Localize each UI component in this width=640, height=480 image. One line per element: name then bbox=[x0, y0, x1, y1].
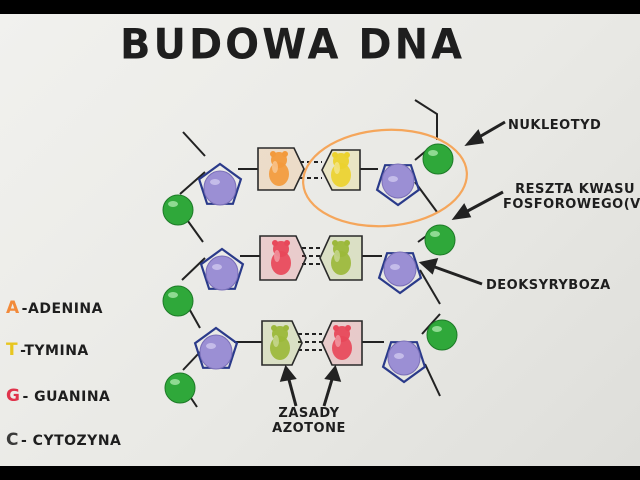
candy-shine bbox=[210, 179, 220, 185]
candy-shine bbox=[212, 264, 222, 270]
arrows bbox=[279, 120, 506, 407]
deoxyribose-candy bbox=[199, 334, 233, 370]
gummy-bear-ear bbox=[344, 240, 350, 246]
arrowhead-nucleotide bbox=[464, 129, 485, 147]
deoxyribose-candy bbox=[205, 255, 239, 291]
right-link-5 bbox=[421, 313, 441, 335]
gummy-bear-ear bbox=[332, 240, 338, 246]
arrow-deoxyribose bbox=[431, 264, 483, 286]
gummy-bear-ear bbox=[284, 240, 290, 246]
gummy-bear-body bbox=[270, 336, 290, 360]
phosphate-groups bbox=[162, 143, 458, 404]
deoxyribose-candy bbox=[387, 340, 421, 376]
arrow-base-right bbox=[322, 375, 335, 407]
candy-shine bbox=[388, 176, 398, 182]
legend-adenine: A-ADENINA bbox=[6, 298, 103, 318]
legend-name-t: -TYMINA bbox=[20, 343, 89, 359]
gummy-bear-shine bbox=[334, 162, 340, 174]
phosphate-shine bbox=[430, 231, 440, 237]
phosphate-candy bbox=[162, 194, 194, 226]
legend-letter-t: T bbox=[6, 340, 19, 360]
label-nucleotide: NUKLEOTYD bbox=[508, 118, 602, 133]
label-bases-line1: ZASADY bbox=[278, 406, 340, 421]
gummy-bear-body bbox=[331, 163, 351, 187]
arrow-phosphate bbox=[461, 190, 504, 216]
left-link-3 bbox=[181, 257, 206, 281]
gummy-bear-ear bbox=[282, 151, 288, 157]
phosphate-shine bbox=[168, 292, 178, 298]
nucleotide-highlight bbox=[302, 128, 468, 228]
phosphate-candy bbox=[426, 319, 458, 351]
gummy-bear-ear bbox=[271, 325, 277, 331]
label-phosphate-line2: FOSFOROWEGO(V) bbox=[503, 197, 640, 212]
phosphate-candy bbox=[422, 143, 454, 175]
arrowhead-phosphate bbox=[451, 203, 472, 220]
arrowhead-base-right bbox=[324, 364, 342, 382]
gummy-bear-body bbox=[271, 251, 291, 275]
gummy-bear-body bbox=[269, 162, 289, 186]
phosphate-candy bbox=[164, 372, 196, 404]
label-phosphate: RESZTA KWASU FOSFOROWEGO(V) bbox=[503, 182, 640, 212]
arrow-base-left bbox=[286, 375, 298, 407]
arrowhead-deoxyribose bbox=[418, 257, 439, 275]
phosphate-shine bbox=[170, 379, 180, 385]
phosphate-shine bbox=[428, 150, 438, 156]
gummy-bear-ear bbox=[333, 325, 339, 331]
gummy-bear-shine bbox=[335, 335, 341, 347]
label-phosphate-line1: RESZTA KWASU bbox=[515, 182, 636, 197]
gummy-bear-ear bbox=[270, 151, 276, 157]
gummy-bear-shine bbox=[334, 250, 340, 262]
arrowhead-base-left bbox=[279, 364, 297, 382]
dna-diagram bbox=[162, 99, 506, 408]
legend-letter-g: G bbox=[6, 386, 21, 406]
left-strand-top-line bbox=[182, 131, 206, 157]
deoxyribose-sugars bbox=[193, 162, 427, 384]
phosphate-shine bbox=[168, 201, 178, 207]
right-strand-top-line bbox=[414, 99, 438, 140]
deoxyribose-candy bbox=[383, 251, 417, 287]
gummy-bear-body bbox=[332, 336, 352, 360]
label-deoxyribose: DEOKSYRYBOZA bbox=[486, 278, 611, 293]
phosphate-shine bbox=[432, 326, 442, 332]
gummy-bear-body bbox=[331, 251, 351, 275]
phosphate-candy bbox=[424, 224, 456, 256]
legend-guanine: G- GUANINA bbox=[6, 386, 110, 406]
candy-shine bbox=[206, 343, 216, 349]
page-title: BUDOWA DNA bbox=[120, 20, 466, 70]
right-strand-bottom-line bbox=[424, 363, 441, 397]
gummy-bear-shine bbox=[272, 161, 278, 173]
legend-name-g: - GUANINA bbox=[22, 389, 111, 405]
gummy-bear-ear bbox=[345, 325, 351, 331]
left-link-5 bbox=[182, 351, 201, 371]
legend-name-a: -ADENINA bbox=[21, 301, 103, 317]
gummy-bear-ear bbox=[272, 240, 278, 246]
phosphate-candy bbox=[162, 285, 194, 317]
backbone-lines bbox=[179, 99, 441, 408]
gummy-bear-ear bbox=[283, 325, 289, 331]
label-bases: ZASADY AZOTONE bbox=[268, 406, 350, 436]
nitrogen-bases bbox=[257, 147, 363, 366]
left-link-1 bbox=[179, 171, 206, 195]
candy-shine bbox=[390, 264, 400, 270]
gummy-bear-ear bbox=[344, 152, 350, 158]
legend-name-c: - CYTOZYNA bbox=[20, 433, 122, 449]
poster: BUDOWA DNA NUKLEOTYD RESZTA KWASU FOSFOR… bbox=[0, 14, 640, 466]
legend-letter-a: A bbox=[6, 298, 20, 318]
label-bases-line2: AZOTONE bbox=[272, 421, 346, 436]
legend-letter-c: C bbox=[6, 430, 19, 450]
deoxyribose-candy bbox=[203, 170, 237, 206]
legend-cytosine: C- CYTOZYNA bbox=[6, 430, 121, 450]
deoxyribose-candy bbox=[381, 163, 415, 199]
gummy-bear-ear bbox=[332, 152, 338, 158]
legend-thymine: T-TYMINA bbox=[6, 340, 89, 360]
gummy-bear-shine bbox=[274, 250, 280, 262]
gummy-bear-shine bbox=[273, 335, 279, 347]
candy-shine bbox=[394, 353, 404, 359]
right-link-4 bbox=[419, 269, 441, 305]
